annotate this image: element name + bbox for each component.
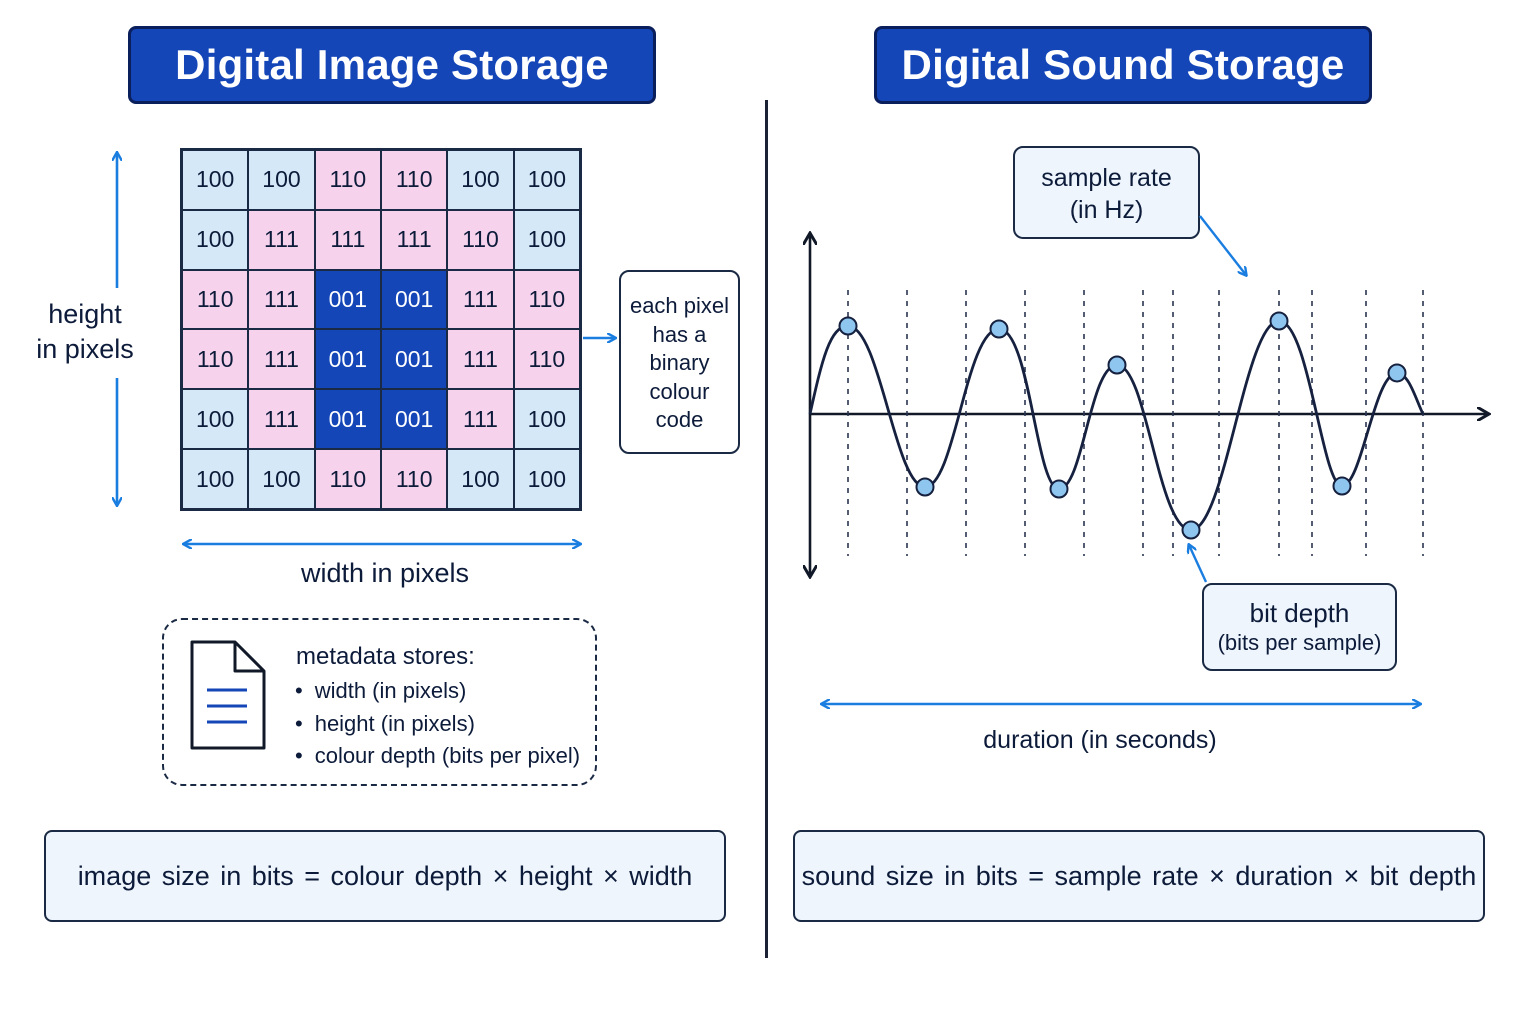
pixel-cell: 100 bbox=[513, 389, 580, 450]
pixel-note-box: each pixel has a binary colour code bbox=[619, 270, 740, 454]
pixel-cell: 110 bbox=[381, 449, 448, 509]
document-icon bbox=[190, 640, 266, 750]
pixel-cell: 100 bbox=[447, 449, 514, 509]
metadata-title: metadata stores: bbox=[296, 643, 475, 670]
pixel-cell: 110 bbox=[314, 150, 381, 210]
pixel-cell: 111 bbox=[447, 329, 514, 390]
sound-section-title: Digital Sound Storage bbox=[874, 26, 1372, 104]
pixel-cell: 110 bbox=[381, 150, 448, 210]
pixel-cell: 111 bbox=[248, 389, 315, 450]
width-in-pixels-label: width in pixels bbox=[300, 558, 470, 588]
pixel-cell: 001 bbox=[314, 269, 381, 330]
pixel-cell: 100 bbox=[248, 150, 315, 210]
section-divider bbox=[765, 100, 768, 958]
sample-point bbox=[989, 319, 1009, 339]
pixel-cell: 110 bbox=[513, 329, 580, 390]
bit-depth-box: bit depth (bits per sample) bbox=[1202, 583, 1397, 671]
pixel-cell: 111 bbox=[447, 389, 514, 450]
duration-label: duration (in seconds) bbox=[983, 726, 1217, 754]
metadata-box bbox=[162, 618, 597, 786]
sample-point bbox=[1269, 311, 1289, 331]
pixel-cell: 100 bbox=[182, 150, 249, 210]
sample-point bbox=[915, 477, 935, 497]
image-section-title: Digital Image Storage bbox=[128, 26, 656, 104]
sample-rate-arrow bbox=[1199, 215, 1246, 275]
pixel-cell: 111 bbox=[447, 269, 514, 330]
sample-point bbox=[838, 316, 858, 336]
pixel-cell: 110 bbox=[182, 329, 249, 390]
pixel-cell: 100 bbox=[182, 209, 249, 270]
metadata-item-width: width (in pixels) bbox=[295, 678, 467, 704]
sample-points bbox=[838, 311, 1407, 540]
pixel-cell: 001 bbox=[381, 329, 448, 390]
height-in-pixels-label: height in pixels bbox=[36, 299, 134, 364]
sample-point bbox=[1181, 520, 1201, 540]
bit-depth-arrow bbox=[1189, 545, 1208, 583]
sound-waveform bbox=[808, 319, 1425, 532]
pixel-cell: 110 bbox=[447, 209, 514, 270]
pixel-cell: 001 bbox=[314, 389, 381, 450]
pixel-cell: 001 bbox=[381, 389, 448, 450]
pixel-cell: 100 bbox=[513, 150, 580, 210]
pixel-cell: 111 bbox=[248, 269, 315, 330]
pixel-cell: 111 bbox=[314, 209, 381, 270]
pixel-cell: 100 bbox=[182, 389, 249, 450]
sample-point bbox=[1332, 476, 1352, 496]
pixel-cell: 111 bbox=[248, 329, 315, 390]
bit-depth-subtitle: (bits per sample) bbox=[1217, 630, 1382, 655]
pixel-cell: 110 bbox=[314, 449, 381, 509]
sample-point bbox=[1107, 355, 1127, 375]
sound-size-formula: sound size in bits = sample rate × durat… bbox=[793, 830, 1485, 922]
pixel-cell: 100 bbox=[513, 449, 580, 509]
pixel-cell: 110 bbox=[182, 269, 249, 330]
pixel-cell: 111 bbox=[248, 209, 315, 270]
sample-point bbox=[1049, 479, 1069, 499]
pixel-cell: 100 bbox=[447, 150, 514, 210]
pixel-cell: 001 bbox=[381, 269, 448, 330]
pixel-cell: 100 bbox=[248, 449, 315, 509]
sample-point bbox=[1387, 363, 1407, 383]
pixel-cell: 111 bbox=[381, 209, 448, 270]
sample-interval-lines bbox=[847, 290, 1424, 556]
metadata-item-height: height (in pixels) bbox=[295, 711, 475, 737]
pixel-cell: 001 bbox=[314, 329, 381, 390]
metadata-item-colour-depth: colour depth (bits per pixel) bbox=[295, 743, 580, 769]
bit-depth-title: bit depth bbox=[1249, 598, 1350, 628]
image-size-formula: image size in bits = colour depth × heig… bbox=[44, 830, 726, 922]
sample-rate-box: sample rate (in Hz) bbox=[1013, 146, 1200, 239]
pixel-cell: 100 bbox=[513, 209, 580, 270]
pixel-cell: 110 bbox=[513, 269, 580, 330]
pixel-cell: 100 bbox=[182, 449, 249, 509]
